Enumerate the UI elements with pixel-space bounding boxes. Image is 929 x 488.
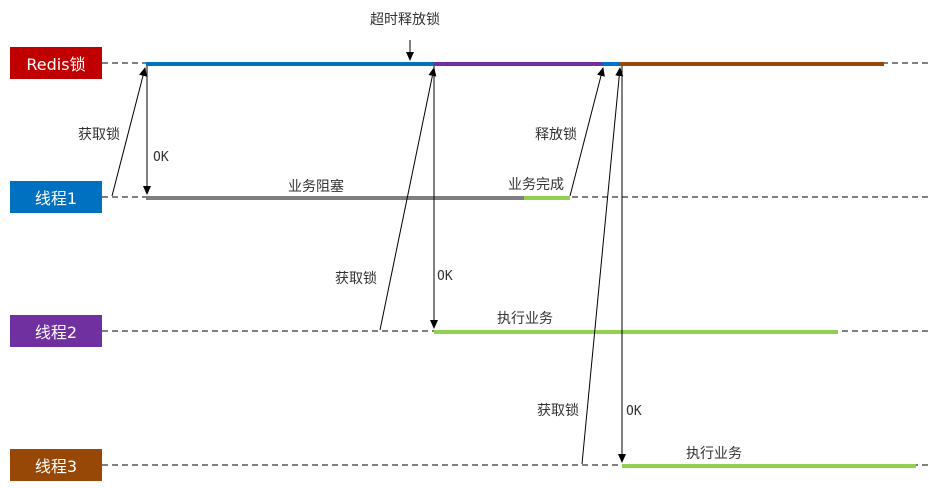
thread1-release-arrow xyxy=(569,67,605,197)
thread2-ok-label: OK xyxy=(437,269,453,284)
thread3-acquire-label: 获取锁 xyxy=(537,403,579,419)
thread3-lane-label: 线程3 xyxy=(10,449,102,481)
thread1-acquire-arrow xyxy=(111,67,147,197)
thread1-release-label: 释放锁 xyxy=(535,127,577,143)
redis-lane-label: Redis锁 xyxy=(10,47,102,79)
thread1-blocked-label: 业务阻塞 xyxy=(288,179,344,195)
thread1-lane-label: 线程1 xyxy=(10,181,102,213)
thread3-ok-label: OK xyxy=(626,404,642,419)
thread1-done-label: 业务完成 xyxy=(508,177,564,193)
thread1-ok-label: OK xyxy=(153,150,169,165)
thread1-acquire-label: 获取锁 xyxy=(78,127,120,143)
thread2-acquire-label: 获取锁 xyxy=(335,271,377,287)
thread3-exec-label: 执行业务 xyxy=(686,446,742,462)
thread3-acquire-arrow xyxy=(581,67,624,465)
thread2-lane-label: 线程2 xyxy=(10,315,102,347)
timeout-release-label: 超时释放锁 xyxy=(370,12,440,28)
thread2-exec-label: 执行业务 xyxy=(497,311,553,327)
thread2-acquire-arrow xyxy=(379,67,437,331)
